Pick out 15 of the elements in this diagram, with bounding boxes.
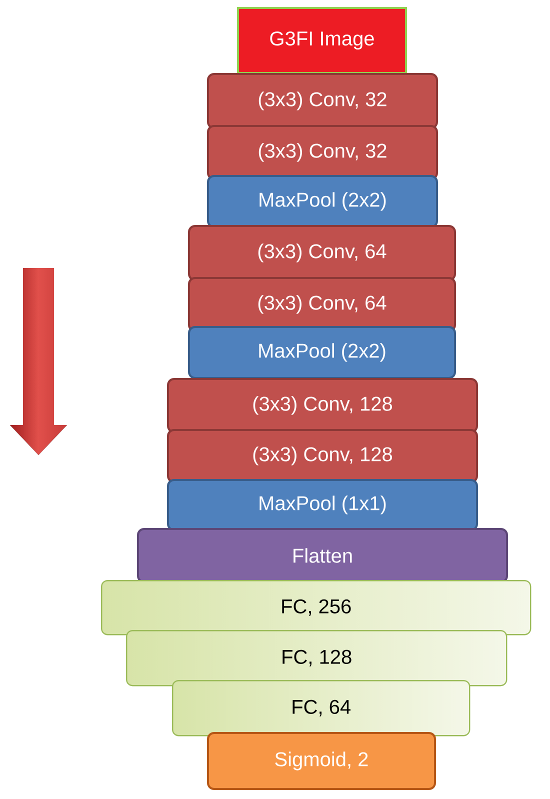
conv-layer-box: (3x3) Conv, 64 [188,225,456,281]
output-box: Sigmoid, 2 [207,732,436,790]
conv-layer-box: (3x3) Conv, 32 [207,73,438,129]
dense-layer-box: FC, 128 [126,630,508,686]
dense-layer-box: FC, 256 [101,580,532,636]
conv-layer-box: (3x3) Conv, 128 [167,429,478,483]
conv-layer-box: (3x3) Conv, 32 [207,125,438,180]
pooling-layer-box: MaxPool (2x2) [188,326,456,379]
conv-layer-box: (3x3) Conv, 128 [167,378,478,433]
dense-layer-box: FC, 64 [172,680,470,736]
input-box: G3FI Image [237,7,407,74]
pooling-layer-box: MaxPool (1x1) [167,479,478,531]
conv-layer-box: (3x3) Conv, 64 [188,277,456,332]
flatten-layer-box: Flatten [137,528,508,583]
pooling-layer-box: MaxPool (2x2) [207,175,438,228]
